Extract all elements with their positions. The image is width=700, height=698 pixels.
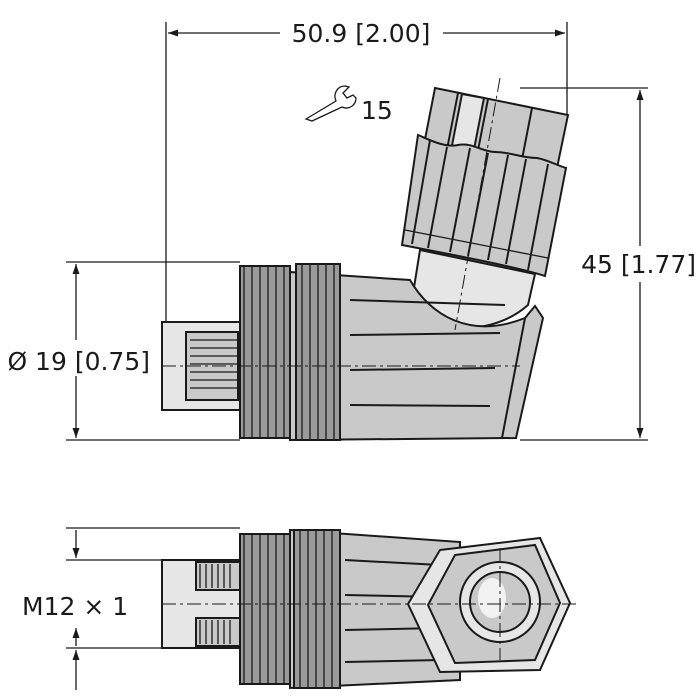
wrench-size: 15 — [361, 96, 393, 125]
wrench-icon — [304, 85, 357, 122]
cable-gland — [400, 133, 568, 278]
length-dimension: 50.9 [2.00] — [292, 19, 431, 48]
coupling-nut — [239, 263, 341, 441]
height-dimension: 45 [1.77] — [581, 250, 696, 279]
angled-housing — [289, 270, 545, 442]
front-view: M12 × 1 — [22, 527, 580, 690]
diameter-dimension: Ø 19 [0.75] — [7, 347, 150, 376]
thread-dimension: M12 × 1 — [22, 592, 128, 621]
coupling-nut-front — [239, 529, 341, 689]
side-view: 50.9 [2.00] 45 [1.77] Ø 19 [0.75] 15 — [7, 19, 696, 442]
